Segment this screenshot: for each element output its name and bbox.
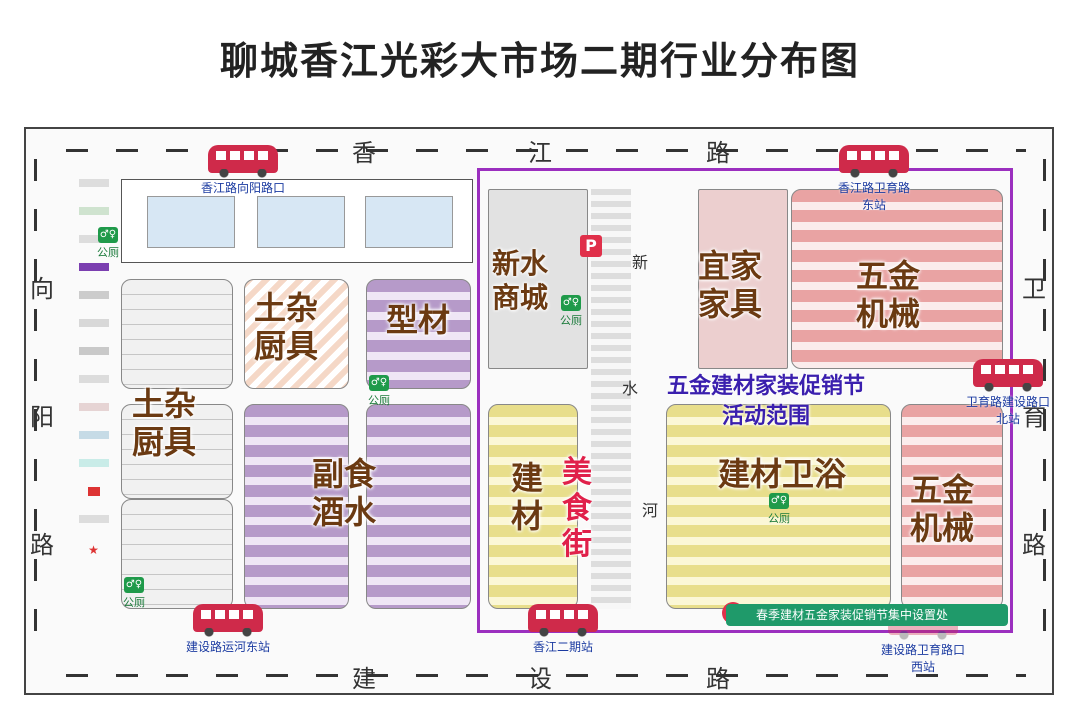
parking-icon: P — [580, 235, 602, 257]
legend-swatch — [66, 319, 121, 339]
bus-stop-s: 香江二期站 — [528, 604, 598, 655]
bus-stop-label: 卫育路建设路口 北站 — [966, 395, 1051, 426]
road-south-char-3: 路 — [706, 665, 730, 693]
bus-stop-label: 香江二期站 — [532, 640, 593, 654]
legend-flag-icon — [66, 487, 121, 507]
block-xinshui-mall — [488, 189, 588, 369]
bus-stop-label: 建设路卫育路口 西站 — [881, 643, 966, 674]
road-north-char-1: 香 — [352, 139, 376, 167]
office-building — [257, 196, 345, 248]
road-east-char-2: 育 — [1022, 403, 1046, 431]
road-south-char-1: 建 — [352, 665, 376, 693]
inner-road-shui: 水 — [622, 379, 639, 398]
zone-wujin-north: 五金 机械 — [856, 257, 921, 334]
bus-icon — [208, 145, 278, 178]
legend-swatch — [66, 179, 121, 199]
map-title: 聊城香江光彩大市场二期行业分布图 — [219, 39, 860, 83]
block-xingcai — [366, 279, 471, 389]
toilet-sw: ♂♀ 公厕 — [114, 577, 154, 610]
bus-icon — [973, 359, 1043, 392]
block-fushi-west — [244, 404, 349, 609]
bus-icon — [839, 145, 909, 178]
toilet-label: 公厕 — [97, 246, 119, 259]
toilet-nw: ♂♀ 公厕 — [88, 227, 128, 260]
office-building — [365, 196, 453, 248]
zone-jiancai: 建 材 — [511, 459, 544, 536]
legend-swatch — [66, 207, 121, 227]
zone-yijia: 宜家 家具 — [698, 247, 763, 324]
toilet-icon: ♂♀ — [98, 227, 118, 243]
office-building-strip — [121, 179, 473, 263]
road-east-char-3: 路 — [1022, 531, 1046, 559]
toilet-label: 公厕 — [123, 596, 145, 609]
bus-stop-label: 香江路卫育路 东站 — [838, 181, 911, 212]
zone-xinshui: 新水 商城 — [492, 247, 549, 314]
bus-icon — [193, 604, 263, 637]
zone-meishi: 美 食 街 — [562, 455, 592, 562]
bus-stop-ne: 香江路卫育路 东站 — [838, 145, 910, 213]
promo-area-title: 五金建材家装促销节 活动范围 — [666, 374, 865, 429]
legend-swatch — [66, 263, 121, 283]
road-east-char-1: 卫 — [1022, 275, 1046, 303]
zone-jiancai-weiyu: 建材卫浴 — [718, 455, 847, 493]
legend-swatch — [66, 515, 121, 535]
block-tuza-north — [244, 279, 349, 389]
road-south-dashes — [66, 674, 1026, 677]
inner-road-he: 河 — [642, 501, 659, 520]
bus-stop-sw: 建设路运河东站 — [186, 604, 270, 655]
legend-swatch — [66, 459, 121, 479]
bus-stop-label: 建设路运河东站 — [186, 640, 271, 654]
block-fushi-east — [366, 404, 471, 609]
block-yijia-furniture — [698, 189, 788, 369]
toilet-label: 公厕 — [768, 512, 790, 525]
block-wujin-north — [791, 189, 1003, 369]
zone-fushi: 副食 酒水 — [312, 455, 377, 532]
bus-icon — [528, 604, 598, 637]
road-north-char-3: 路 — [706, 139, 730, 167]
zone-wujin-south: 五金 机械 — [910, 471, 975, 548]
zone-tuza-north: 土杂 厨具 — [254, 289, 319, 366]
legend-star-icon: ★ — [88, 543, 99, 557]
toilet-xinshui: ♂♀ 公厕 — [551, 295, 591, 328]
bus-stop-e: 卫育路建设路口 北站 — [966, 359, 1050, 427]
block-jiancai — [488, 404, 578, 609]
toilet-label: 公厕 — [560, 314, 582, 327]
road-north-char-2: 江 — [528, 139, 552, 167]
toilet-label: 公厕 — [368, 394, 390, 407]
road-west-dashes — [34, 159, 37, 659]
road-south-char-2: 设 — [528, 665, 552, 693]
toilet-icon: ♂♀ — [369, 375, 389, 391]
toilet-icon: ♂♀ — [769, 493, 789, 509]
toilet-icon: ♂♀ — [124, 577, 144, 593]
legend-swatch — [66, 375, 121, 395]
river-channel — [591, 189, 631, 609]
legend-swatch — [66, 403, 121, 423]
legend-swatch — [66, 431, 121, 451]
road-east-dashes — [1043, 159, 1046, 659]
block-west-upper — [121, 279, 233, 389]
road-west-char-3: 路 — [30, 531, 54, 559]
bus-stop-nw: 香江路向阳路口 — [201, 145, 285, 196]
legend-swatch — [66, 291, 121, 311]
zone-tuza-west: 土杂 厨具 — [132, 385, 197, 462]
market-map: 香 江 路 建 设 路 向 阳 路 卫 育 路 ★ — [24, 127, 1054, 695]
legend: ★ — [66, 179, 121, 557]
road-north-dashes — [66, 149, 1026, 152]
inner-road-xin: 新 — [632, 253, 649, 272]
legend-swatch — [66, 347, 121, 367]
toilet-center-west: ♂♀ 公厕 — [359, 375, 399, 408]
road-west-char-1: 向 — [30, 275, 54, 303]
toilet-jiancai: ♂♀ 公厕 — [759, 493, 799, 526]
block-west-middle — [121, 404, 233, 499]
block-wujin-south — [901, 404, 1003, 609]
office-building — [147, 196, 235, 248]
toilet-icon: ♂♀ — [561, 295, 581, 311]
bus-stop-label: 香江路向阳路口 — [201, 181, 286, 195]
zone-xingcai: 型材 — [386, 301, 451, 339]
legend-swatch — [66, 235, 121, 255]
promo-info-bar: 春季建材五金家装促销节集中设置处 — [726, 604, 1008, 626]
road-west-char-2: 阳 — [30, 403, 54, 431]
